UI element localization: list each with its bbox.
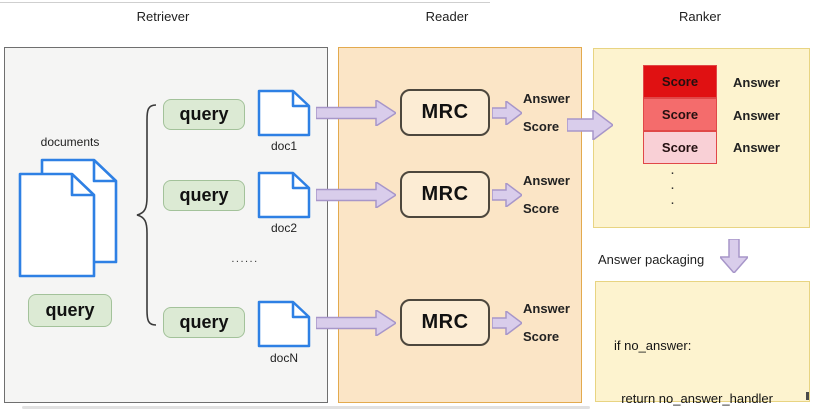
rows-ellipsis: ...... — [231, 253, 259, 265]
answer-packaging-code: if no_answer: return no_answer_handler e… — [614, 302, 798, 411]
docN-label: docN — [269, 351, 298, 365]
query-label: query — [45, 300, 95, 320]
arrow-right-icon — [567, 110, 613, 140]
top-divider-line — [0, 2, 490, 3]
ranked-answer-label: Answer — [733, 108, 780, 123]
answer-packaging-label: Answer packaging — [598, 252, 705, 267]
brace-icon — [132, 102, 158, 328]
query-label: query — [179, 104, 229, 124]
answer-output-label: Answer — [523, 173, 570, 188]
score-rank1-cell: Score — [643, 65, 717, 98]
score-label: Score — [661, 140, 699, 155]
mrc-label: MRC — [421, 311, 469, 333]
query-box-row3: query — [163, 307, 245, 338]
mrc-box-row3: MRC — [400, 299, 490, 346]
query-label: query — [179, 185, 229, 205]
documents-stack-icon — [18, 158, 120, 280]
vertical-ellipsis: · · · — [670, 164, 675, 211]
bottom-shadow-bar — [22, 406, 590, 409]
ranker-section-title: Ranker — [679, 9, 721, 24]
score-label: Score — [661, 74, 699, 89]
query-box-row2: query — [163, 180, 245, 211]
doc2-label: doc2 — [270, 221, 298, 235]
score-output-label: Score — [523, 119, 560, 134]
arrow-right-icon — [316, 182, 396, 208]
arrow-right-icon — [316, 310, 396, 336]
doc1-icon — [257, 89, 311, 137]
docN-icon — [257, 300, 311, 348]
standalone-query-box: query — [28, 294, 112, 327]
reader-section-title: Reader — [425, 9, 469, 24]
documents-label: documents — [40, 135, 100, 149]
score-label: Score — [661, 107, 699, 122]
ranked-answer-label: Answer — [733, 75, 780, 90]
score-output-label: Score — [523, 201, 560, 216]
code-line: return no_answer_handler — [614, 390, 773, 406]
mrc-label: MRC — [421, 183, 469, 205]
score-output-label: Score — [523, 329, 560, 344]
answer-output-label: Answer — [523, 301, 570, 316]
arrow-right-small-icon — [492, 101, 522, 125]
arrow-right-small-icon — [492, 183, 522, 207]
mrc-box-row2: MRC — [400, 171, 490, 218]
arrow-right-small-icon — [492, 311, 522, 335]
doc1-label: doc1 — [270, 139, 298, 153]
mrc-box-row1: MRC — [400, 89, 490, 136]
score-rank2-cell: Score — [643, 98, 717, 131]
query-box-row1: query — [163, 99, 245, 130]
query-label: query — [179, 312, 229, 332]
cursor-artifact — [806, 392, 809, 400]
retriever-section-title: Retriever — [136, 9, 190, 24]
answer-packaging-code-panel — [595, 281, 810, 402]
code-line: if no_answer: — [614, 338, 692, 353]
doc2-icon — [257, 171, 311, 219]
score-rank3-cell: Score — [643, 131, 717, 164]
arrow-down-icon — [720, 239, 748, 273]
ranked-answer-label: Answer — [733, 140, 780, 155]
mrc-label: MRC — [421, 101, 469, 123]
arrow-right-icon — [316, 100, 396, 126]
answer-output-label: Answer — [523, 91, 570, 106]
